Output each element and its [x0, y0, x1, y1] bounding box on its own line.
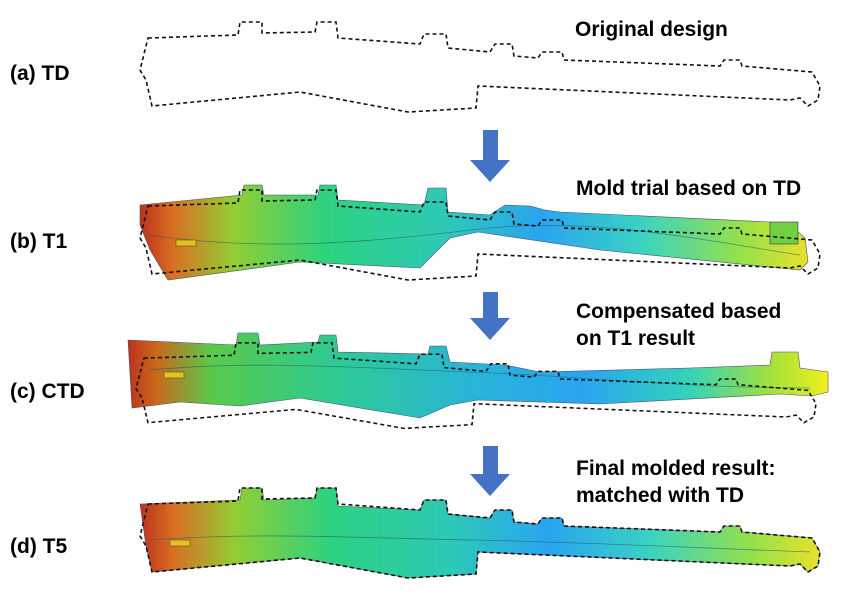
row-label-b: (b) T1: [10, 230, 68, 253]
caption-c: Compensated based on T1 result: [576, 298, 781, 352]
td-outline: [139, 21, 821, 113]
caption-b: Mold trial based on TD: [576, 175, 801, 202]
t5-part: [139, 487, 821, 579]
down-arrow-2: [470, 292, 510, 340]
caption-c-line-2: on T1 result: [576, 327, 696, 350]
row-label-a: (a) TD: [10, 62, 70, 85]
row-label-d: (d) T5: [10, 535, 68, 558]
down-arrow-3: [470, 446, 510, 496]
row-label-c: (c) CTD: [10, 380, 85, 403]
caption-d: Final molded result: matched with TD: [576, 455, 776, 509]
down-arrow-1: [470, 130, 510, 182]
caption-d-line-2: matched with TD: [576, 484, 745, 507]
caption-d-line-1: Final molded result:: [576, 457, 776, 480]
t1-part: [139, 184, 821, 281]
caption-a-line-1: Original design: [575, 18, 728, 41]
caption-a: Original design: [575, 16, 728, 43]
ctd-part: [127, 332, 829, 430]
caption-b-line-1: Mold trial based on TD: [576, 177, 802, 200]
caption-c-line-1: Compensated based: [576, 300, 782, 323]
